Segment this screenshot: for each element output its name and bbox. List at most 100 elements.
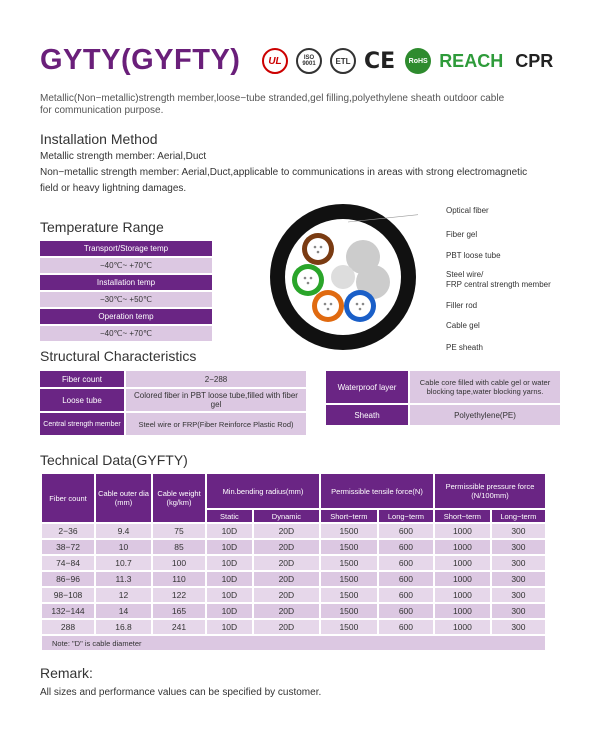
temperature-heading: Temperature Range — [40, 219, 164, 235]
table-cell: 2−36 — [42, 524, 94, 538]
col-outer-dia: Cable outer dia (mm) — [96, 474, 151, 522]
callout-cable-gel: Cable gel — [446, 321, 480, 330]
table-cell: 10D — [207, 540, 252, 554]
struct-value: Colored fiber in PBT loose tube,filled w… — [126, 389, 306, 411]
table-cell: 10D — [207, 572, 252, 586]
table-cell: 288 — [42, 620, 94, 634]
callout-lines — [347, 214, 418, 223]
description-line-1: Metallic(Non−metallic)strength member,lo… — [40, 93, 505, 104]
table-cell: 600 — [378, 524, 433, 538]
cpr-logo: CPR — [515, 50, 554, 71]
col-bending: Min.bending radius(mm) — [207, 474, 319, 508]
installation-text: Metallic strength member: Aerial,Duct No… — [40, 150, 527, 196]
col-long-term-2: Long−term — [491, 510, 545, 522]
table-cell: 20D — [253, 556, 319, 570]
table-cell: 600 — [378, 572, 433, 586]
table-cell: 1500 — [321, 524, 377, 538]
col-static: Static — [207, 510, 252, 522]
table-cell: 1500 — [321, 556, 377, 570]
table-cell: 600 — [378, 588, 433, 602]
table-cell: 20D — [253, 540, 319, 554]
table-cell: 85 — [153, 540, 205, 554]
table-cell: 300 — [491, 556, 545, 570]
remark-heading: Remark: — [40, 665, 93, 681]
callout-fiber-gel: Fiber gel — [446, 230, 478, 239]
installation-heading: Installation Method — [40, 131, 158, 147]
temp-value: −30℃~ +50℃ — [40, 292, 212, 307]
table-cell: 1500 — [321, 588, 377, 602]
table-cell: 300 — [491, 540, 545, 554]
table-cell: 110 — [153, 572, 205, 586]
remark-text: All sizes and performance values can be … — [40, 687, 322, 698]
fiber-gel — [317, 295, 339, 317]
installation-line-2: Non−metallic strength member: Aerial,Duc… — [40, 167, 528, 178]
col-fiber-count: Fiber count — [42, 474, 94, 522]
table-cell: 1000 — [435, 620, 490, 634]
product-description: Metallic(Non−metallic)strength member,lo… — [40, 93, 560, 117]
table-cell: 300 — [491, 620, 545, 634]
table-cell: 1500 — [321, 620, 377, 634]
temp-label: Operation temp — [40, 309, 212, 324]
table-cell: 10 — [96, 540, 151, 554]
callout-filler-rod: Filler rod — [446, 301, 478, 310]
table-cell: 300 — [491, 572, 545, 586]
table-cell: 20D — [253, 620, 319, 634]
table-cell: 1000 — [435, 604, 490, 618]
table-cell: 1000 — [435, 556, 490, 570]
struct-value: 2−288 — [126, 371, 306, 387]
ce-logo: CE — [364, 48, 396, 74]
optical-fibers — [303, 245, 365, 311]
table-cell: 12 — [96, 588, 151, 602]
col-dynamic: Dynamic — [253, 510, 319, 522]
page-title: GYTY(GYFTY) — [40, 44, 241, 76]
table-cell: 10D — [207, 588, 252, 602]
fiber-gel — [349, 295, 371, 317]
struct-label: Fiber count — [40, 371, 124, 387]
table-cell: 20D — [253, 588, 319, 602]
table-cell: 20D — [253, 524, 319, 538]
structural-table-left: Fiber count 2−288 Loose tube Colored fib… — [40, 371, 306, 437]
callout-frp: FRP central strength member — [446, 280, 551, 289]
table-cell: 1500 — [321, 540, 377, 554]
col-tensile: Permissible tensile force(N) — [321, 474, 433, 508]
table-cell: 600 — [378, 556, 433, 570]
table-cell: 600 — [378, 620, 433, 634]
col-short-term-2: Short−term — [435, 510, 490, 522]
struct-value: Cable core filled with cable gel or wate… — [410, 371, 560, 403]
table-note-row: Note: "D" is cable diameter — [42, 636, 545, 650]
table-cell: 122 — [153, 588, 205, 602]
installation-line-1: Metallic strength member: Aerial,Duct — [40, 151, 207, 162]
table-cell: 14 — [96, 604, 151, 618]
table-cell: 300 — [491, 588, 545, 602]
structural-table-right: Waterproof layer Cable core filled with … — [326, 371, 560, 427]
struct-label: Waterproof layer — [326, 371, 408, 403]
table-cell: 20D — [253, 604, 319, 618]
description-line-2: for communication purpose. — [40, 105, 164, 116]
table-cell: 600 — [378, 604, 433, 618]
table-cell: 10D — [207, 556, 252, 570]
callout-steel-wire: Steel wire/ — [446, 270, 484, 279]
col-weight: Cable weight (kg/km) — [153, 474, 205, 522]
table-cell: 600 — [378, 540, 433, 554]
table-cell: 1000 — [435, 588, 490, 602]
filler-rod — [356, 265, 390, 299]
table-cell: 241 — [153, 620, 205, 634]
struct-label: Central strength member — [40, 413, 124, 435]
reach-logo: REACH — [439, 50, 504, 71]
temp-label: Transport/Storage temp — [40, 241, 212, 256]
certification-logos: UL ISO 9001 ETL CE RoHS REACH CPR — [262, 48, 553, 74]
temp-value: −40℃~ +70℃ — [40, 326, 212, 341]
table-cell: 300 — [491, 604, 545, 618]
fiber-gel — [297, 269, 319, 291]
struct-value: Polyethylene(PE) — [410, 405, 560, 425]
table-cell: 98−108 — [42, 588, 94, 602]
table-cell: 10.7 — [96, 556, 151, 570]
callout-optical-fiber: Optical fiber — [446, 206, 489, 215]
